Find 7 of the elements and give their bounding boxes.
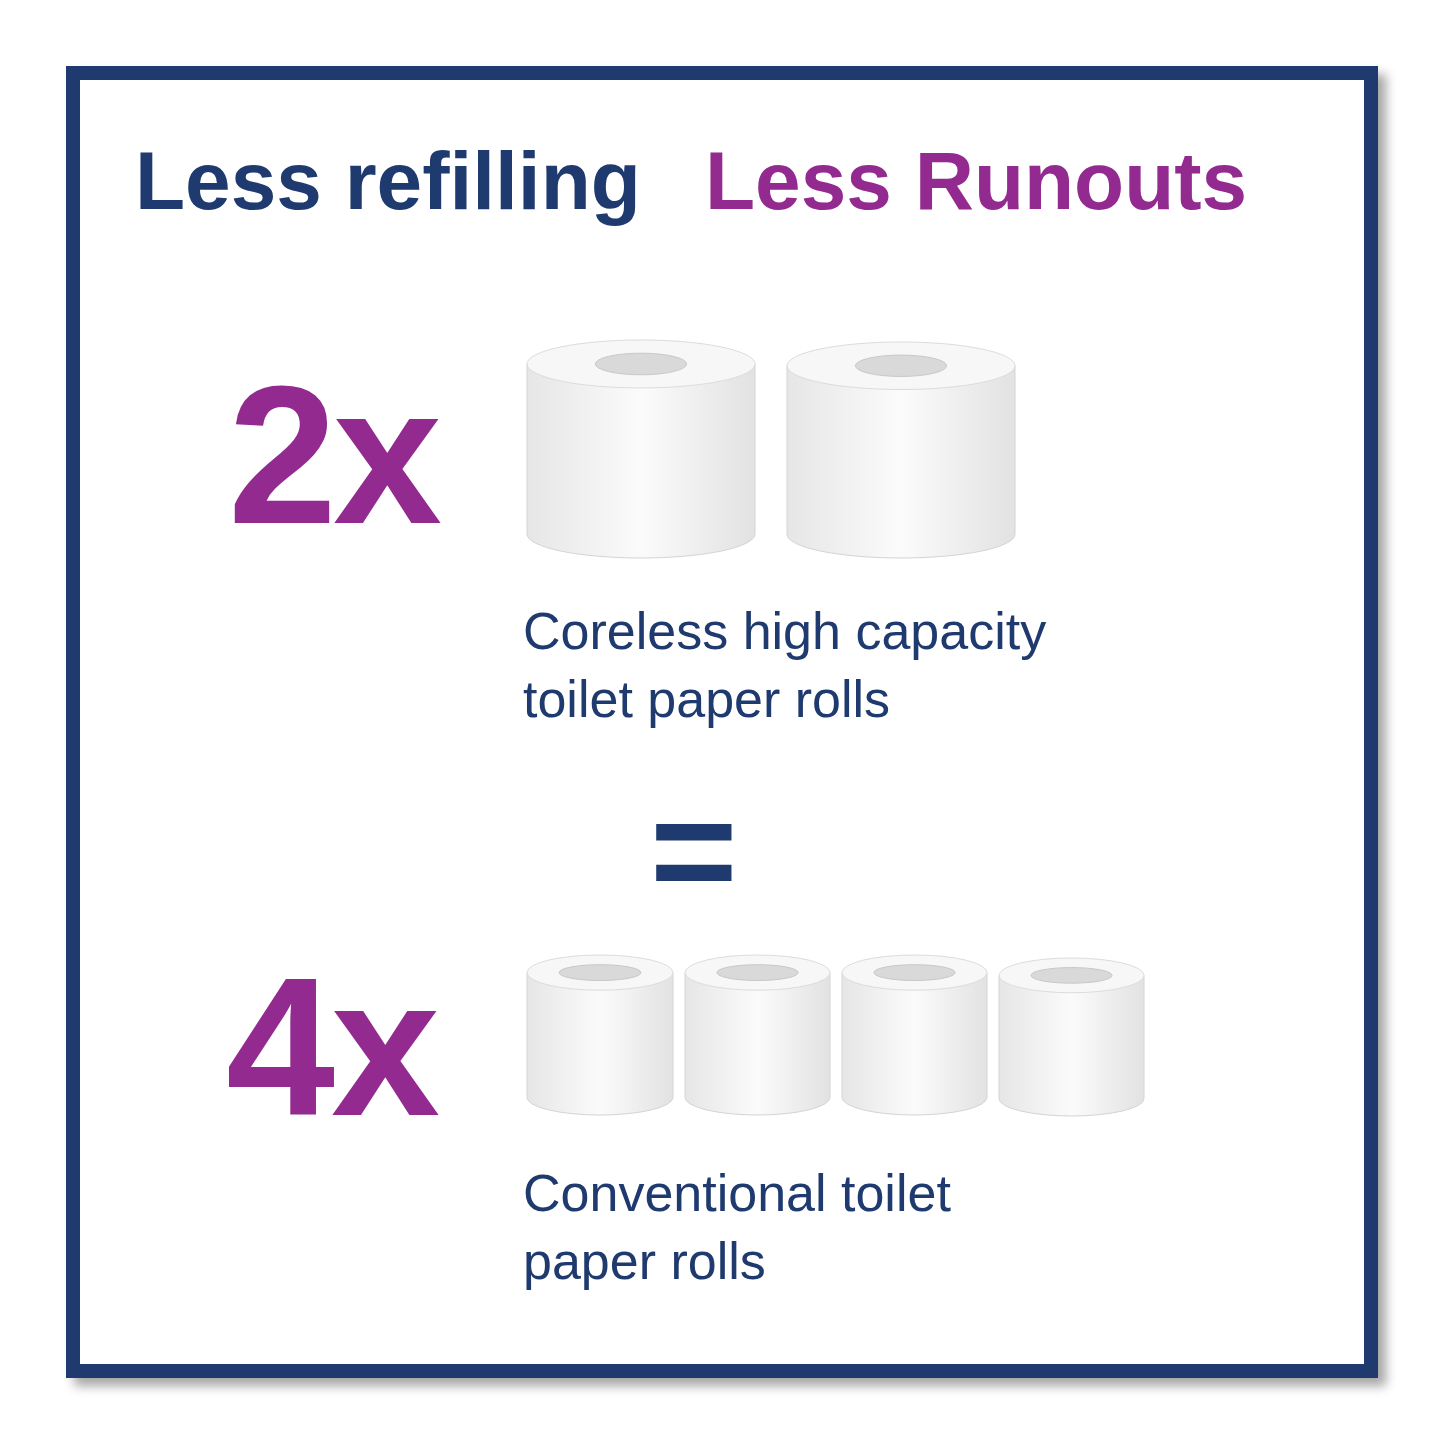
heading: Less refilling xyxy=(135,134,641,228)
caption: Coreless high capacity toilet paper rolls xyxy=(523,601,1048,730)
caption: Conventional toilet paper rolls xyxy=(523,1163,952,1292)
multiplier-number: 2x xyxy=(228,345,438,567)
equals-sign: = xyxy=(650,765,738,936)
heading: Less Runouts xyxy=(705,134,1248,228)
multiplier-number: 4x xyxy=(226,937,436,1159)
